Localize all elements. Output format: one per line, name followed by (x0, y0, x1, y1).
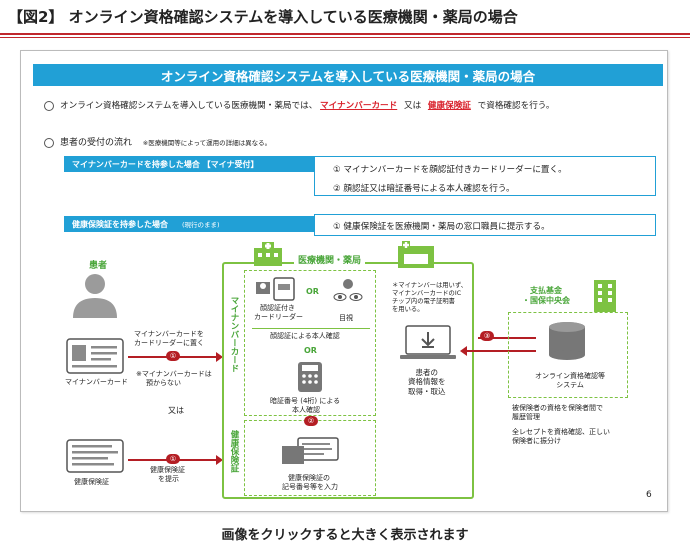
bullet-2: 患者の受付の流れ ※医療機関等によって運用の詳細は異なる。 (44, 135, 271, 148)
bullet-circle-icon (44, 100, 54, 111)
pin-pad-icon (298, 362, 322, 392)
pin-auth-label: 暗証番号 (4桁) による 本人確認 (270, 397, 341, 414)
step-badge-1b: ① (166, 454, 180, 464)
fund-label: 支払基金 ・国保中央会 (522, 286, 570, 306)
pharmacy-icon (398, 241, 434, 268)
insurance-highlight: 健康保険証 (427, 101, 471, 111)
mynacard-label: マイナンバーカード (65, 378, 128, 386)
insurance-step-1: ① 健康保険証を医療機関・薬局の窓口職員に提示する。 (333, 222, 550, 232)
insurance-present-text: 健康保険証 を提示 (150, 466, 185, 483)
database-icon (549, 322, 585, 360)
fund-note-2: 全レセプトを資格確認、正しい 保険者に振分け (512, 428, 610, 445)
enlarge-caption[interactable]: 画像をクリックすると大きく表示されます (221, 528, 469, 543)
mynacard-step-2: ② 顔認証又は暗証番号による本人確認を行う。 (333, 184, 515, 194)
fund-building-icon (594, 280, 616, 312)
mynacard-bar: マイナンバーカードを持参した場合 【マイナ受付】 (64, 156, 314, 172)
or-label-1: OR (306, 287, 319, 296)
arrow-2-head-icon (216, 455, 223, 465)
insurance-steps-box: ① 健康保険証を医療機関・薬局の窓口職員に提示する。 (314, 214, 656, 236)
or-text: 又は (168, 406, 184, 415)
mynacard-steps-box: ① マイナンバーカードを顔認証付きカードリーダーに置く。 ② 顔認証又は暗証番号… (314, 156, 656, 196)
face-auth-label: 顔認証による本人確認 (270, 332, 340, 340)
laptop-icon (400, 325, 456, 359)
step-badge-2: ② (304, 416, 318, 426)
title-rule (0, 33, 690, 35)
insurance-bar: 健康保険証を持参した場合 (現行のまま) (64, 216, 314, 232)
mynacard-step-1: ① マイナンバーカードを顔認証付きカードリーダーに置く。 (333, 165, 567, 175)
page-number: 6 (646, 490, 652, 500)
insurance-label: 健康保険証 (74, 478, 109, 486)
arrow-3-line (466, 350, 536, 352)
mynacard-place-text: マイナンバーカードを カードリーダーに置く (134, 330, 204, 347)
mynacard-icon (66, 338, 124, 374)
or-label-2: OR (304, 346, 317, 355)
bullet-circle-icon (44, 137, 54, 148)
face-reader-icon (256, 277, 295, 301)
arrow-3b-line (478, 337, 536, 339)
hospital-label: 医療機関・薬局 (294, 253, 366, 266)
patient-icon (73, 274, 117, 318)
patient-info-label: 患者の 資格情報を 取得・取込 (408, 368, 446, 396)
step-badge-3: ③ (480, 331, 494, 341)
arrow-3-head-icon (460, 346, 467, 356)
no-keep-note: ※マイナンバーカードは 預からない (136, 370, 212, 387)
bullet-1: オンライン資格確認システムを導入している医療機関・薬局では、 マイナンバーカード… (44, 99, 554, 111)
vertical-insurance-label: 健康保険証 (229, 430, 239, 473)
system-label: オンライン資格確認等 システム (535, 372, 605, 389)
system-box (508, 312, 628, 398)
mynacard-highlight: マイナンバーカード (320, 101, 398, 111)
insurance-card-icon (66, 439, 124, 473)
vertical-mynacard-label: マイナンバーカード (229, 296, 239, 373)
patient-label: 患者 (89, 261, 108, 271)
insurance-input-label: 健康保険証の 記号番号等を入力 (282, 474, 338, 491)
face-reader-label: 顔認証付き カードリーダー (254, 304, 303, 321)
visual-check-icon (333, 279, 363, 301)
hospital-building-icon (254, 242, 282, 266)
title-rule-thin (0, 37, 690, 38)
ic-chip-note: ＊マイナンバーは用いず、 マイナンバーカードのIC チップ内の電子証明書 を用い… (392, 282, 467, 313)
arrow-1-head-icon (216, 352, 223, 362)
step-badge-1: ① (166, 351, 180, 361)
insurance-input-icon (282, 437, 339, 464)
mynacard-flow-box (244, 270, 376, 416)
figure-title: 【図2】 オンライン資格確認システムを導入している医療機関・薬局の場合 (8, 8, 518, 26)
fund-note-1: 被保険者の資格を保険者間で 履歴管理 (512, 404, 603, 421)
face-auth-divider (252, 328, 370, 329)
slide-header: オンライン資格確認システムを導入している医療機関・薬局の場合 (33, 64, 663, 86)
visual-check-label: 目視 (339, 314, 353, 322)
